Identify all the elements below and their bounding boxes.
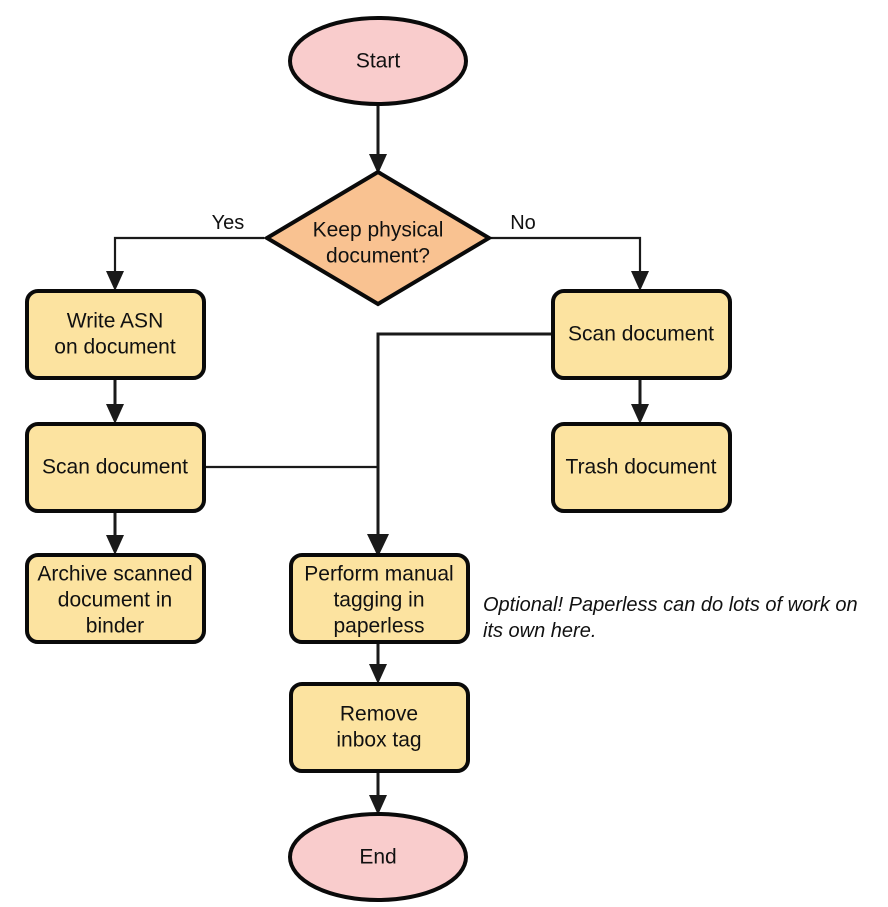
node-decision-keep-physical-document[interactable]: Keep physical document? — [263, 169, 493, 307]
edge-label-no: No — [510, 212, 536, 234]
node-tagging-label-line1: Perform manual — [304, 563, 453, 586]
annotation-note: Optional! Paperless can do lots of work … — [483, 594, 858, 642]
node-remove-inbox-label-line2: inbox tag — [336, 729, 421, 752]
node-write-asn-label-line2: on document — [54, 336, 176, 359]
node-scan-document-right[interactable]: Scan document — [551, 289, 732, 380]
edge-label-yes: Yes — [212, 212, 245, 234]
node-archive-label-line1: Archive scanned — [37, 563, 192, 586]
annotation-note-line1: Optional! Paperless can do lots of work … — [483, 594, 858, 616]
node-scan-document-left-label: Scan document — [42, 456, 188, 479]
node-archive-scanned-document[interactable]: Archive scanned document in binder — [25, 553, 206, 644]
node-end[interactable]: End — [288, 812, 468, 902]
edge-tagging-to-remove-inbox — [369, 643, 387, 684]
node-remove-inbox-tag[interactable]: Remove inbox tag — [289, 682, 470, 773]
node-start[interactable]: Start — [288, 16, 468, 106]
node-end-label: End — [359, 846, 396, 869]
node-write-asn-label-line1: Write ASN — [67, 310, 163, 333]
edge-remove-inbox-to-end — [369, 771, 387, 815]
edge-write-asn-to-scan-left — [106, 378, 124, 424]
node-write-asn-on-document[interactable]: Write ASN on document — [25, 289, 206, 380]
edge-scan-left-to-archive — [106, 510, 124, 555]
edge-start-to-decision — [369, 104, 387, 174]
node-trash-document-label: Trash document — [566, 456, 717, 479]
node-decision-label-line2: document? — [326, 245, 430, 268]
edge-decision-yes-to-write-asn — [106, 236, 264, 291]
annotation-note-line2: its own here. — [483, 620, 596, 642]
node-tagging-label-line2: tagging in — [333, 589, 424, 612]
node-archive-label-line2: document in — [58, 589, 172, 612]
node-remove-inbox-label-line1: Remove — [340, 703, 418, 726]
node-start-label: Start — [356, 50, 401, 73]
node-perform-manual-tagging[interactable]: Perform manual tagging in paperless — [289, 553, 470, 644]
edge-scan-right-to-trash — [631, 378, 649, 424]
node-decision-label-line1: Keep physical — [313, 219, 444, 242]
node-scan-document-left[interactable]: Scan document — [25, 422, 206, 513]
node-tagging-label-line3: paperless — [333, 615, 424, 638]
node-archive-label-line3: binder — [86, 615, 144, 638]
edge-decision-no-to-scan-right — [491, 236, 649, 291]
node-trash-document[interactable]: Trash document — [551, 422, 732, 513]
node-scan-document-right-label: Scan document — [568, 323, 714, 346]
edge-scan-right-to-tagging — [367, 332, 551, 557]
